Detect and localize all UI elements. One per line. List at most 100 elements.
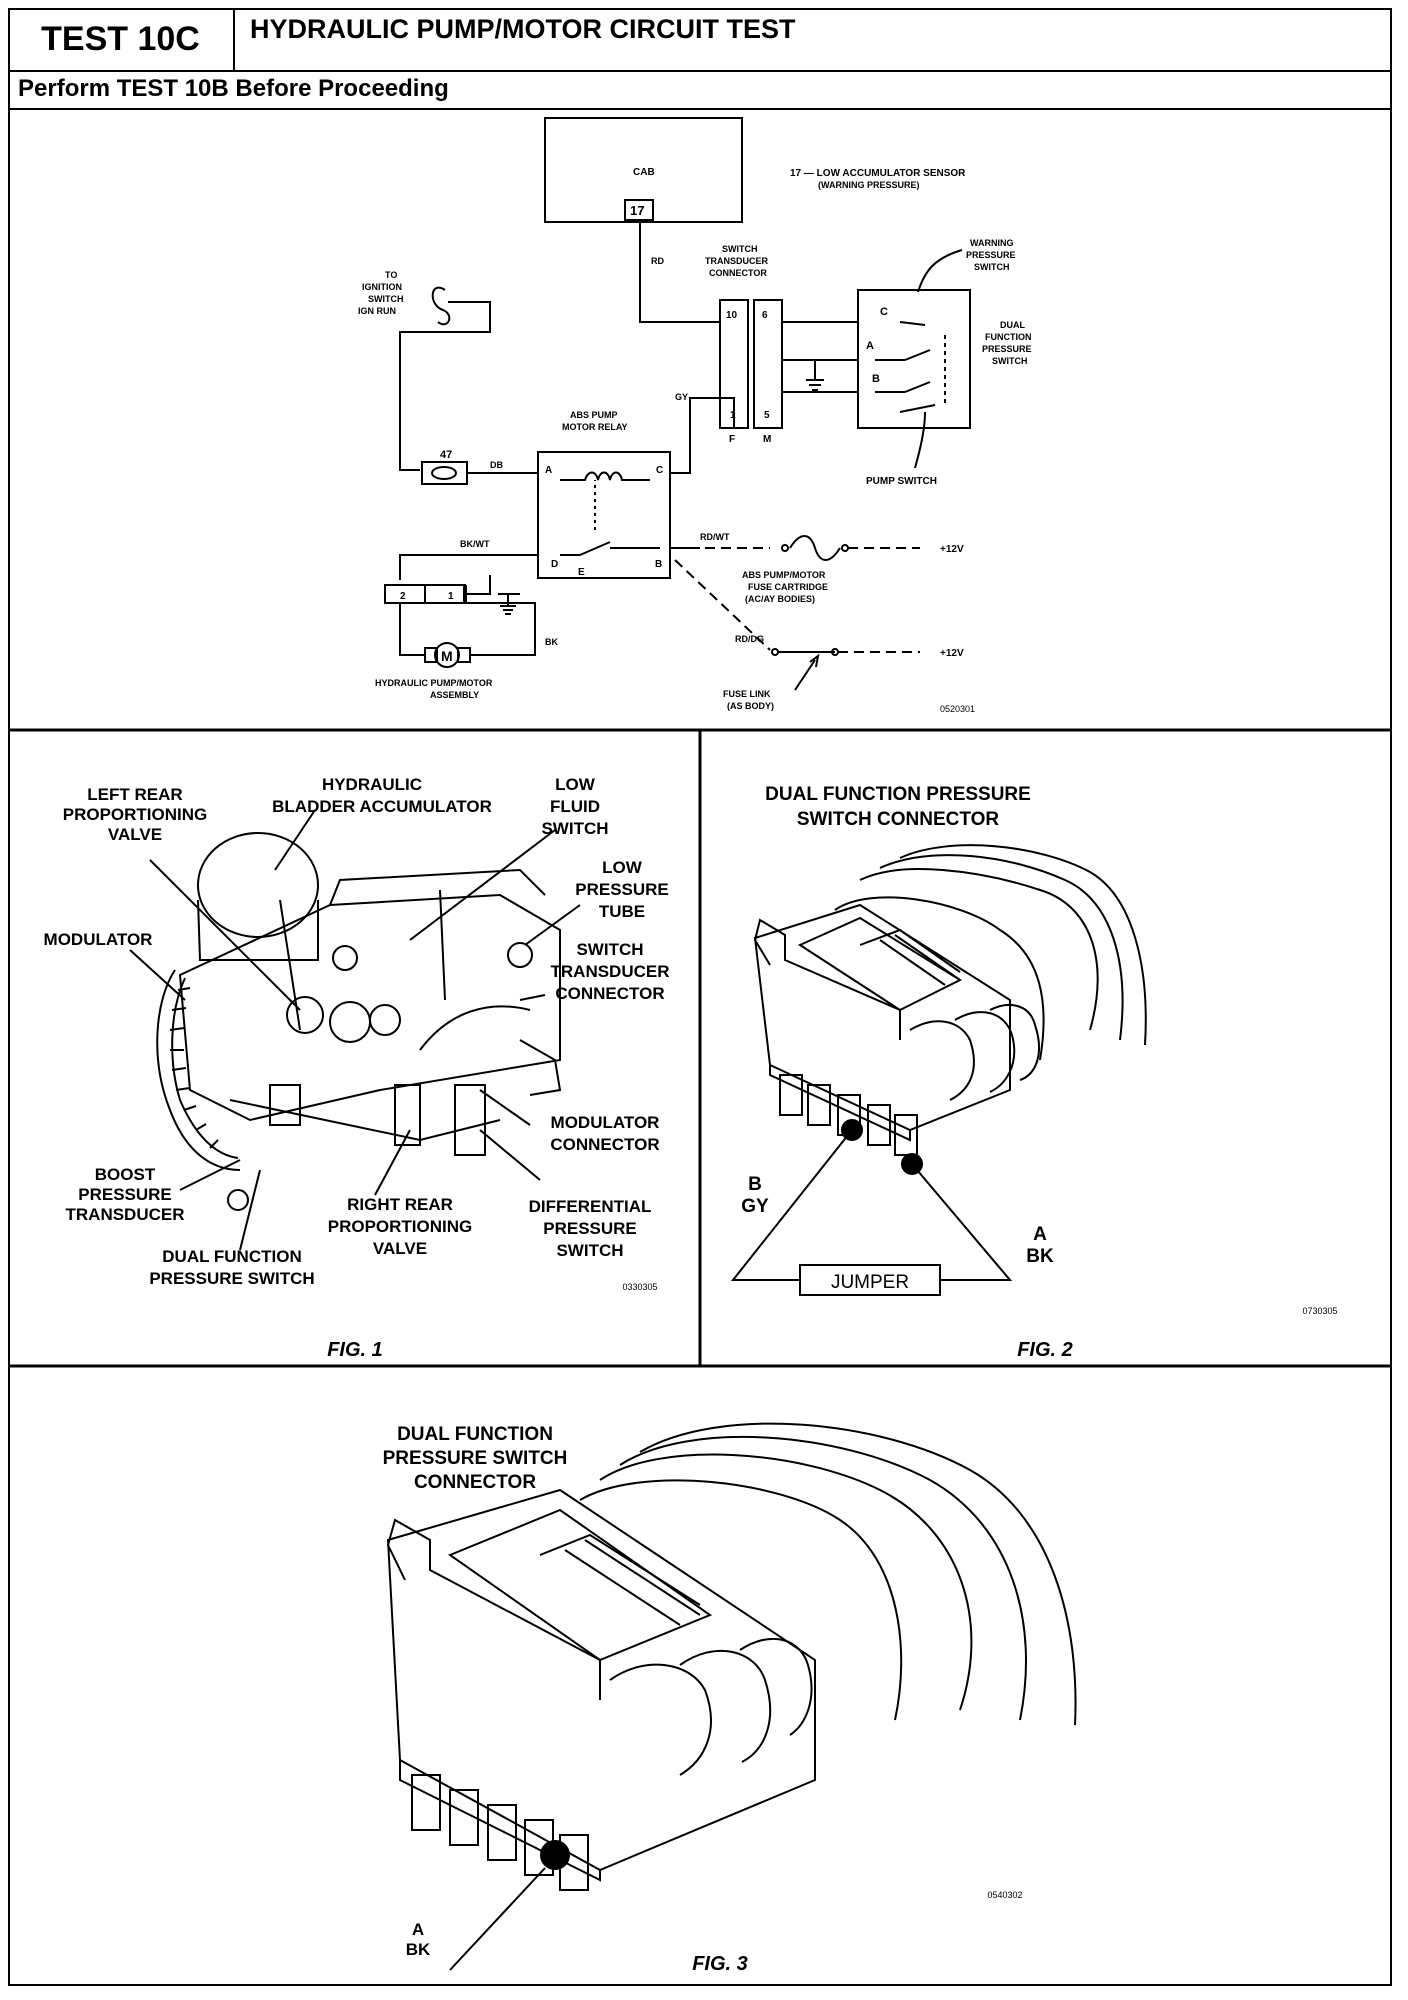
svg-text:F: F [729, 434, 735, 445]
svg-text:VALVE: VALVE [373, 1239, 427, 1258]
connector-label: TRANSDUCER [705, 256, 769, 266]
cab-pin-label: 17 [630, 203, 644, 218]
svg-text:(AC/AY BODIES): (AC/AY BODIES) [745, 594, 815, 604]
svg-text:LOW: LOW [602, 858, 643, 877]
svg-text:ABS PUMP: ABS PUMP [570, 410, 618, 420]
bladder-accumulator [197, 832, 319, 938]
svg-text:47: 47 [440, 449, 452, 461]
svg-text:0520301: 0520301 [940, 704, 975, 714]
svg-text:PRESSURE: PRESSURE [543, 1219, 637, 1238]
svg-text:FIG. 3: FIG. 3 [692, 1953, 748, 1975]
svg-text:2: 2 [400, 591, 406, 602]
svg-text:5: 5 [764, 410, 770, 421]
svg-text:MODULATOR: MODULATOR [551, 1113, 660, 1132]
svg-text:RD/DG: RD/DG [735, 634, 764, 644]
divider [8, 70, 1392, 72]
svg-text:TRANSDUCER: TRANSDUCER [66, 1205, 185, 1224]
svg-text:FIG. 2: FIG. 2 [1017, 1339, 1073, 1361]
svg-text:PRESSURE: PRESSURE [966, 250, 1016, 260]
svg-text:BLADDER ACCUMULATOR: BLADDER ACCUMULATOR [272, 797, 492, 816]
svg-text:(AS BODY): (AS BODY) [727, 701, 774, 711]
svg-text:GY: GY [741, 1196, 769, 1217]
svg-text:A: A [1033, 1224, 1047, 1245]
svg-text:FUSE LINK: FUSE LINK [723, 689, 771, 699]
svg-text:PRESSURE: PRESSURE [982, 344, 1032, 354]
svg-text:SWITCH: SWITCH [974, 262, 1010, 272]
svg-text:1: 1 [448, 591, 454, 602]
svg-text:LOW: LOW [555, 775, 596, 794]
svg-text:SWITCH: SWITCH [576, 940, 643, 959]
svg-text:ASSEMBLY: ASSEMBLY [430, 690, 479, 700]
dual-function-pressure-switch [857, 289, 971, 429]
svg-text:RD/WT: RD/WT [700, 532, 730, 542]
connector-label: SWITCH [722, 244, 758, 254]
svg-text:+12V: +12V [940, 648, 964, 659]
motor-symbol [434, 642, 460, 668]
svg-text:+12V: +12V [940, 544, 964, 555]
svg-text:HYDRAULIC: HYDRAULIC [322, 775, 422, 794]
svg-text:B: B [655, 559, 662, 570]
svg-text:PUMP SWITCH: PUMP SWITCH [866, 476, 937, 487]
leader-line [914, 411, 926, 469]
svg-text:10: 10 [726, 310, 738, 321]
svg-text:MOTOR RELAY: MOTOR RELAY [562, 422, 628, 432]
fig1-labels: LEFT REAR PROPORTIONING VALVE HYDRAULIC … [44, 775, 670, 1361]
fig2-connector [730, 844, 1147, 1296]
fig3-labels: DUAL FUNCTION PRESSURE SWITCH CONNECTOR … [383, 1424, 1023, 1975]
svg-text:DUAL: DUAL [1000, 320, 1025, 330]
fig1-illustration [129, 809, 581, 1251]
svg-text:WARNING: WARNING [970, 238, 1014, 248]
subtitle: Perform TEST 10B Before Proceeding [18, 75, 449, 102]
svg-text:MODULATOR: MODULATOR [44, 930, 153, 949]
svg-text:SWITCH: SWITCH [556, 1241, 623, 1260]
svg-text:VALVE: VALVE [108, 825, 162, 844]
svg-text:TUBE: TUBE [599, 902, 645, 921]
svg-text:PROPORTIONING: PROPORTIONING [63, 805, 208, 824]
connector-housing [386, 1488, 816, 1872]
svg-text:CONNECTOR: CONNECTOR [555, 984, 664, 1003]
svg-text:FUNCTION: FUNCTION [985, 332, 1032, 342]
svg-text:D: D [551, 559, 558, 570]
svg-text:TRANSDUCER: TRANSDUCER [551, 962, 670, 981]
svg-text:C: C [656, 465, 663, 476]
svg-text:PRESSURE: PRESSURE [575, 880, 669, 899]
svg-text:SWITCH: SWITCH [368, 294, 404, 304]
svg-text:SWITCH: SWITCH [541, 819, 608, 838]
wire-rd [639, 220, 720, 323]
switch-transducer-connector [753, 299, 783, 429]
svg-text:DB: DB [490, 460, 503, 470]
cab-pin-desc: (WARNING PRESSURE) [818, 180, 920, 190]
svg-text:SWITCH CONNECTOR: SWITCH CONNECTOR [797, 809, 1000, 830]
modulator-body [178, 893, 561, 1122]
svg-text:DUAL FUNCTION: DUAL FUNCTION [397, 1424, 553, 1445]
svg-text:M: M [763, 434, 771, 445]
svg-text:SWITCH: SWITCH [992, 356, 1028, 366]
wiring-schematic: CAB 17 17 — LOW ACCUMULATOR SENSOR (WARN… [358, 117, 1032, 714]
svg-text:B: B [748, 1174, 762, 1195]
cab-label: CAB [633, 167, 655, 178]
svg-text:PRESSURE SWITCH: PRESSURE SWITCH [149, 1269, 314, 1288]
svg-text:HYDRAULIC PUMP/MOTOR: HYDRAULIC PUMP/MOTOR [375, 678, 493, 688]
jumper-box [799, 1264, 941, 1296]
svg-text:TO: TO [385, 270, 397, 280]
svg-text:C: C [880, 306, 888, 318]
jumper-label: JUMPER [831, 1272, 909, 1293]
leader-line [917, 249, 963, 293]
svg-text:CONNECTOR: CONNECTOR [550, 1135, 659, 1154]
terminal-a [540, 1840, 570, 1870]
svg-text:A: A [866, 340, 874, 352]
divider [8, 108, 1392, 110]
svg-text:LEFT REAR: LEFT REAR [87, 785, 182, 804]
page-title: HYDRAULIC PUMP/MOTOR CIRCUIT TEST [250, 14, 796, 44]
svg-text:E: E [578, 567, 585, 578]
svg-text:BK: BK [1026, 1246, 1054, 1267]
svg-text:M: M [441, 648, 453, 664]
svg-text:A: A [412, 1920, 424, 1939]
fig3-connector [386, 1422, 1077, 1971]
svg-text:FIG. 1: FIG. 1 [327, 1339, 383, 1361]
svg-text:PRESSURE SWITCH: PRESSURE SWITCH [383, 1448, 568, 1469]
page-frame [8, 8, 1392, 1986]
svg-text:B: B [872, 373, 880, 385]
fig2-labels: DUAL FUNCTION PRESSURE SWITCH CONNECTOR … [741, 784, 1337, 1361]
